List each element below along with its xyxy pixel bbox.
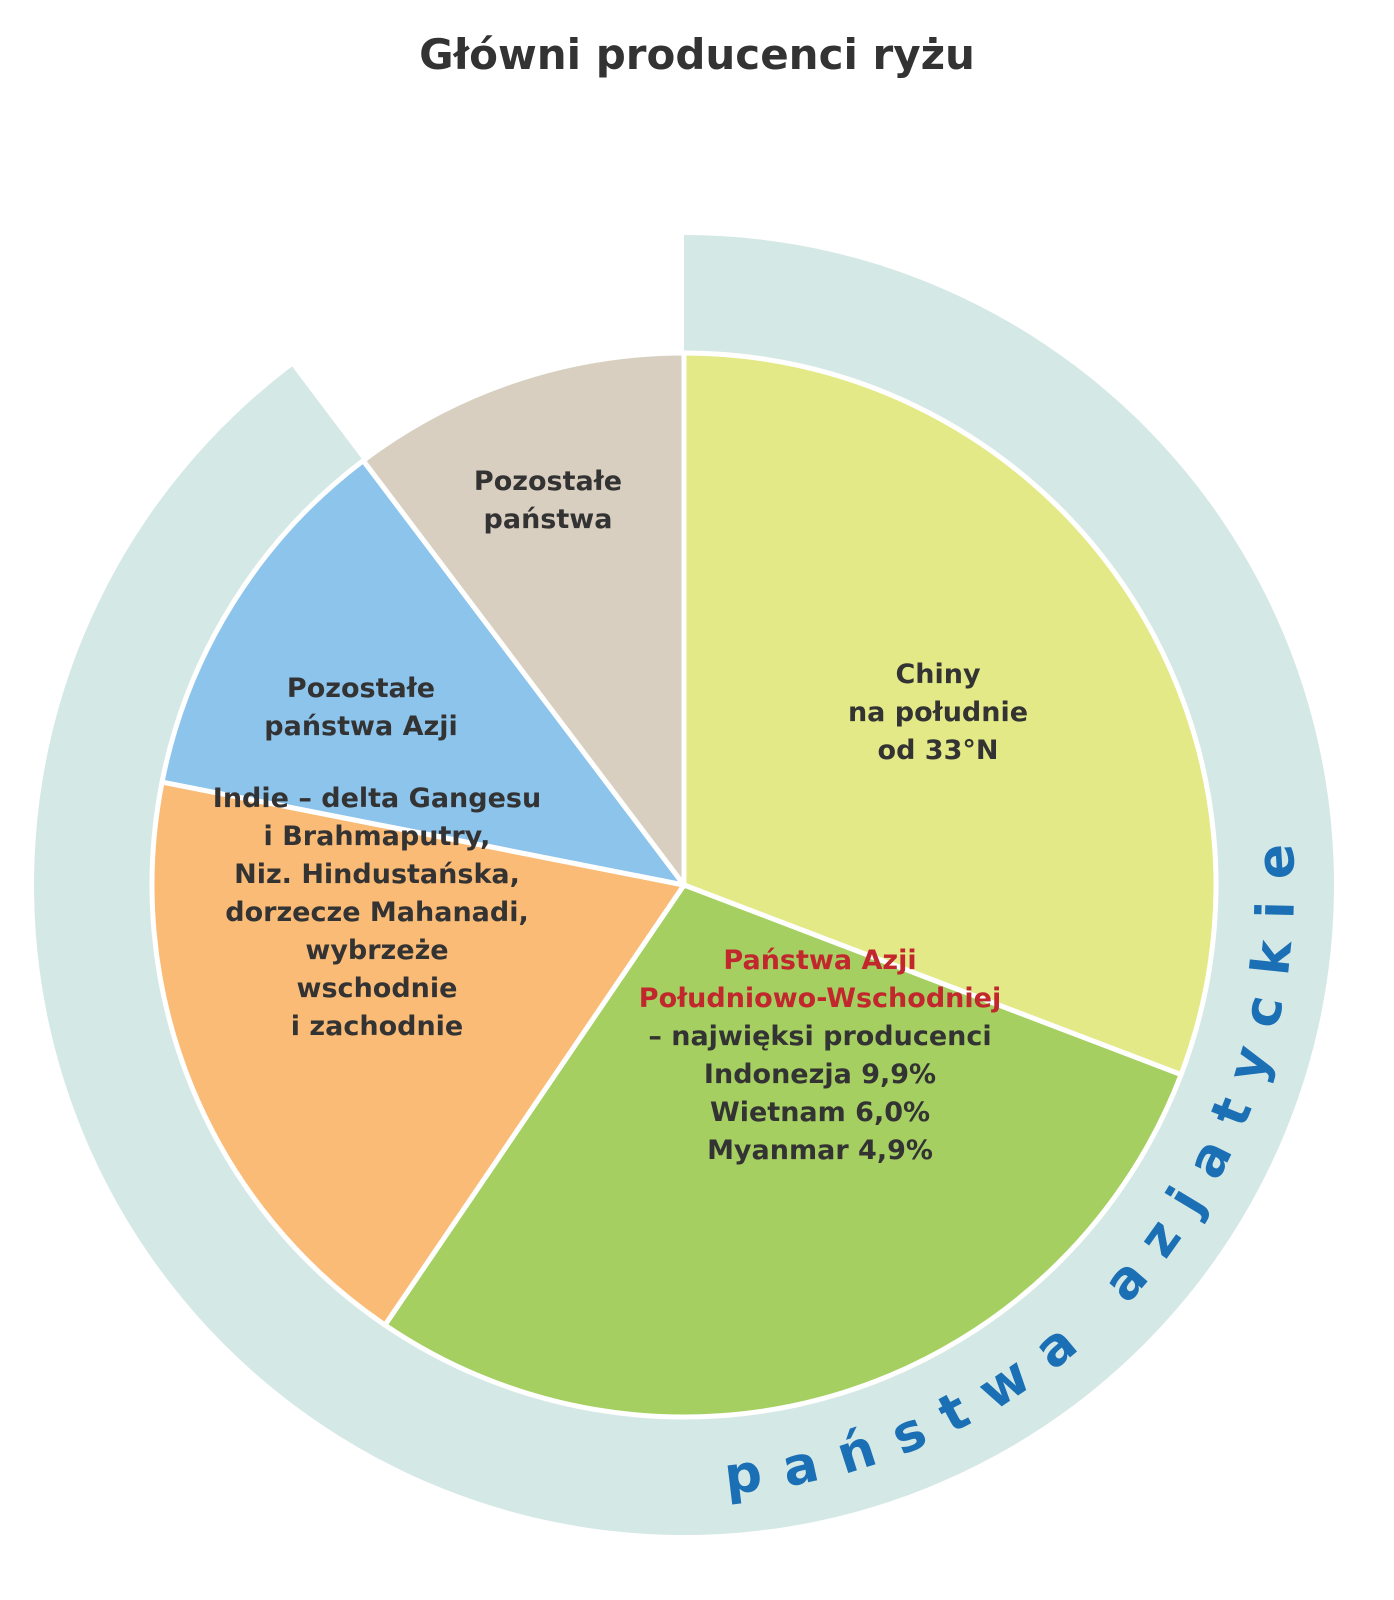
chart-title: Główni producenci ryżu xyxy=(419,30,975,79)
slice-label-line: państwa xyxy=(484,504,613,535)
slice-label-line: Państwa Azji xyxy=(723,945,916,976)
pie-slice-0 xyxy=(681,350,1219,1078)
slice-label-line: Wietnam 6,0% xyxy=(710,1097,930,1128)
slice-label-line: Pozostałe xyxy=(287,673,435,704)
slice-label-line: państwa Azji xyxy=(264,711,457,742)
pie-slice-2 xyxy=(149,779,687,1328)
slice-label-line: Indie – delta Gangesu xyxy=(213,783,541,814)
slice-label-line: Niz. Hindustańska, xyxy=(234,859,520,890)
slice-label-line: Południowo-Wschodniej xyxy=(639,983,1001,1014)
pie-slices xyxy=(149,350,1219,1420)
slice-label-4: Pozostałe państwa xyxy=(474,466,622,535)
slice-label-line: i zachodnie xyxy=(291,1011,463,1042)
slice-label-line: na południe xyxy=(848,697,1028,728)
pie-slice-3 xyxy=(159,458,687,888)
slice-label-line: Chiny xyxy=(895,659,981,690)
slice-label-line: wybrzeże xyxy=(305,935,448,966)
slice-label-2: Indie – delta Gangesu i Brahmaputry, Niz. … xyxy=(213,783,541,1042)
slice-label-line: Myanmar 4,9% xyxy=(707,1135,933,1166)
slice-label-3: Pozostałe państwa Azji xyxy=(264,673,457,742)
pie-slice-4 xyxy=(360,350,687,888)
slice-label-line: wschodnie xyxy=(297,973,458,1004)
pie-slice-1 xyxy=(382,882,1184,1420)
slice-label-line: i Brahmaputry, xyxy=(264,821,491,852)
slice-label-line: Indonezja 9,9% xyxy=(704,1059,936,1090)
slice-label-0: Chiny na południe od 33°N xyxy=(848,659,1028,766)
slice-label-line: od 33°N xyxy=(878,735,999,766)
slice-label-line: Pozostałe xyxy=(474,466,622,497)
slice-label-line: dorzecze Mahanadi, xyxy=(225,897,528,928)
slice-label-line: – najwięksi producenci xyxy=(648,1021,991,1052)
